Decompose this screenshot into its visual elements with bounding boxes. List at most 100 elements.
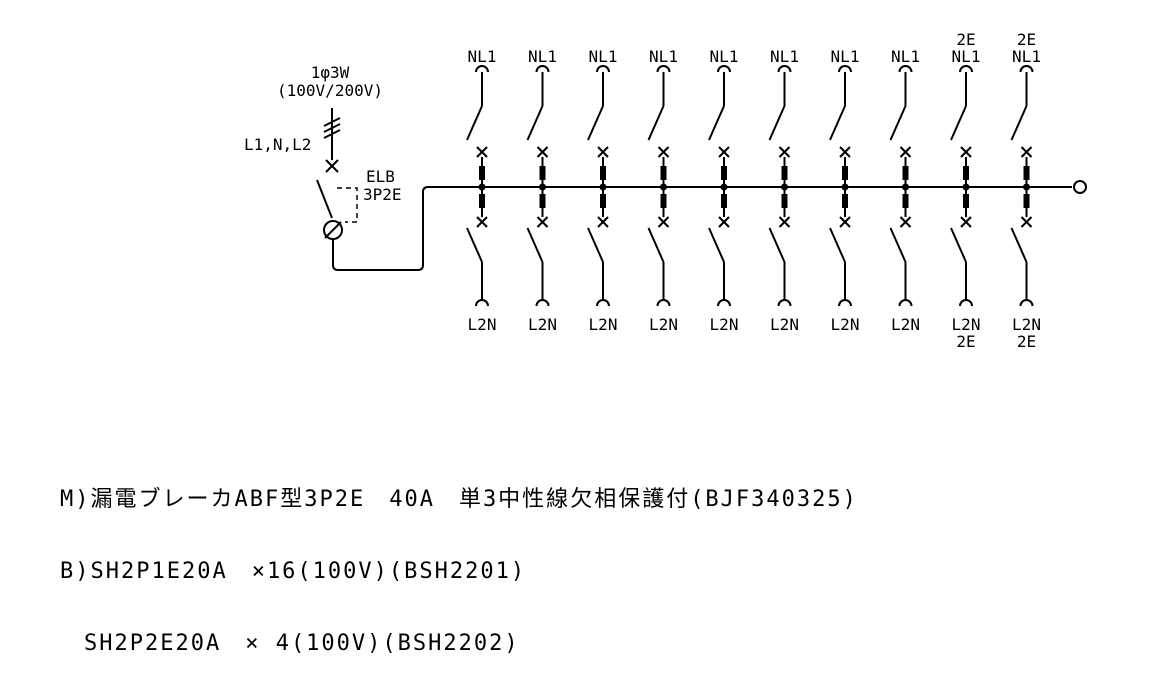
- terminal-arc-icon: [898, 299, 913, 307]
- branch-bottom-label: L2N: [891, 315, 920, 334]
- terminal-arc-icon: [656, 299, 671, 307]
- contact-x-icon: [899, 216, 912, 228]
- branch-switch-bottom: [829, 227, 846, 263]
- breaker-element-icon: [479, 194, 485, 208]
- terminal-arc-icon: [838, 65, 852, 73]
- branch-switch-top: [1010, 105, 1028, 141]
- branch-bottom-label: L2N: [589, 315, 618, 334]
- branch-switch-bottom: [889, 227, 907, 263]
- breaker-element-icon: [781, 166, 788, 180]
- terminal-arc-icon: [717, 65, 731, 73]
- breaker-element-icon: [660, 166, 667, 180]
- terminal-arc-icon: [717, 299, 731, 307]
- branch-bottom-label: L2N: [710, 315, 739, 334]
- breaker-element-icon: [1023, 166, 1030, 180]
- note-main-breaker: M)漏電ブレーカABF型3P2E 40A 単3中性線欠相保護付(BJF34032…: [60, 487, 858, 512]
- terminal-arc-icon: [535, 299, 550, 307]
- branch-switch-top: [829, 105, 846, 141]
- contact-x-icon-stroke: [718, 146, 730, 158]
- breaker-element-icon: [479, 166, 485, 180]
- branch-switch-bottom: [768, 227, 786, 263]
- contact-x-icon: [839, 146, 851, 158]
- breaker-element-icon: [721, 194, 727, 208]
- bus-junction-dot: [902, 183, 909, 191]
- branch-top-label: NL1: [589, 47, 618, 66]
- contact-x-icon-stroke: [597, 146, 609, 158]
- contact-x-icon: [718, 216, 730, 228]
- contact-x-icon-stroke: [778, 146, 791, 158]
- contact-x-icon-stroke: [839, 216, 851, 228]
- branch-switch-bottom: [526, 227, 544, 263]
- breaker-element-icon: [539, 194, 546, 208]
- zct-icon: [323, 220, 343, 240]
- contact-x-icon-stroke: [778, 216, 791, 228]
- branch-bottom-label: 2E: [1017, 332, 1036, 351]
- contact-x-icon-stroke: [718, 216, 730, 228]
- contact-x-icon: [657, 146, 670, 158]
- branch-switch-top: [466, 105, 483, 141]
- contact-x-icon-stroke: [899, 216, 912, 228]
- branch-bottom-label: L2N: [770, 315, 799, 334]
- branch-top-label: NL1: [831, 47, 860, 66]
- terminal-arc-icon: [535, 65, 550, 73]
- branch-bottom-label: L2N: [649, 315, 678, 334]
- branch-bottom-label: L2N: [528, 315, 557, 334]
- branch-switch-top: [647, 105, 665, 141]
- contact-x-icon: [476, 146, 488, 158]
- branch-switch-bottom: [950, 227, 967, 263]
- bus-junction-dot: [781, 183, 788, 191]
- elb-trip-box: [337, 187, 358, 223]
- contact-x-icon: [476, 216, 488, 228]
- branch-switch-top: [587, 105, 604, 141]
- branch-top-label: 2E: [1017, 30, 1036, 49]
- branch-switch-bottom: [587, 227, 604, 263]
- contact-x-icon: [657, 216, 670, 228]
- branch-top-label: 2E: [956, 30, 975, 49]
- contact-x-icon: [778, 146, 791, 158]
- bus-junction-dot: [1023, 183, 1030, 191]
- bus-junction-dot: [478, 183, 486, 191]
- contact-x-icon-stroke: [536, 216, 549, 228]
- contact-x-icon: [960, 216, 972, 228]
- contact-x-icon: [899, 146, 912, 158]
- contact-x-icon: [778, 216, 791, 228]
- breaker-element-icon: [600, 194, 606, 208]
- contact-x-icon: [536, 216, 549, 228]
- branch-top-label: NL1: [710, 47, 739, 66]
- terminal-arc-icon: [475, 65, 489, 73]
- note-branch-breaker-2e: SH2P2E20A × 4(100V)(BSH2202): [60, 631, 520, 656]
- breaker-element-icon: [902, 166, 909, 180]
- branch-top-label: NL1: [1012, 47, 1041, 66]
- terminal-arc-icon: [777, 65, 792, 73]
- branch-switch-top: [708, 105, 725, 141]
- contact-x-icon-stroke: [536, 146, 549, 158]
- contact-x-icon: [960, 146, 972, 158]
- branch-switch-bottom: [647, 227, 665, 263]
- bus-junction-dot: [660, 183, 667, 191]
- supply-voltage-label: (100V/200V): [277, 81, 383, 100]
- contact-x-icon-stroke: [839, 146, 851, 158]
- branch-switch-top: [768, 105, 786, 141]
- breaker-element-icon: [963, 194, 969, 208]
- branch-bottom-label: L2N: [468, 315, 497, 334]
- breaker-element-icon: [781, 194, 788, 208]
- branch-circuits: NL1L2NNL1L2NNL1L2NNL1L2NNL1L2NNL1L2NNL1L…: [466, 30, 1041, 351]
- terminal-arc-icon: [596, 299, 610, 307]
- busbar-terminal-icon: [1073, 180, 1087, 194]
- contact-x-icon-stroke: [1020, 216, 1033, 228]
- supply-conductors-label: L1,N,L2: [244, 135, 311, 154]
- branch-switch-bottom: [466, 227, 483, 263]
- terminal-arc-icon: [959, 65, 973, 73]
- terminal-arc-icon: [475, 299, 489, 307]
- contact-x-icon: [597, 216, 609, 228]
- contact-x-icon-stroke: [657, 146, 670, 158]
